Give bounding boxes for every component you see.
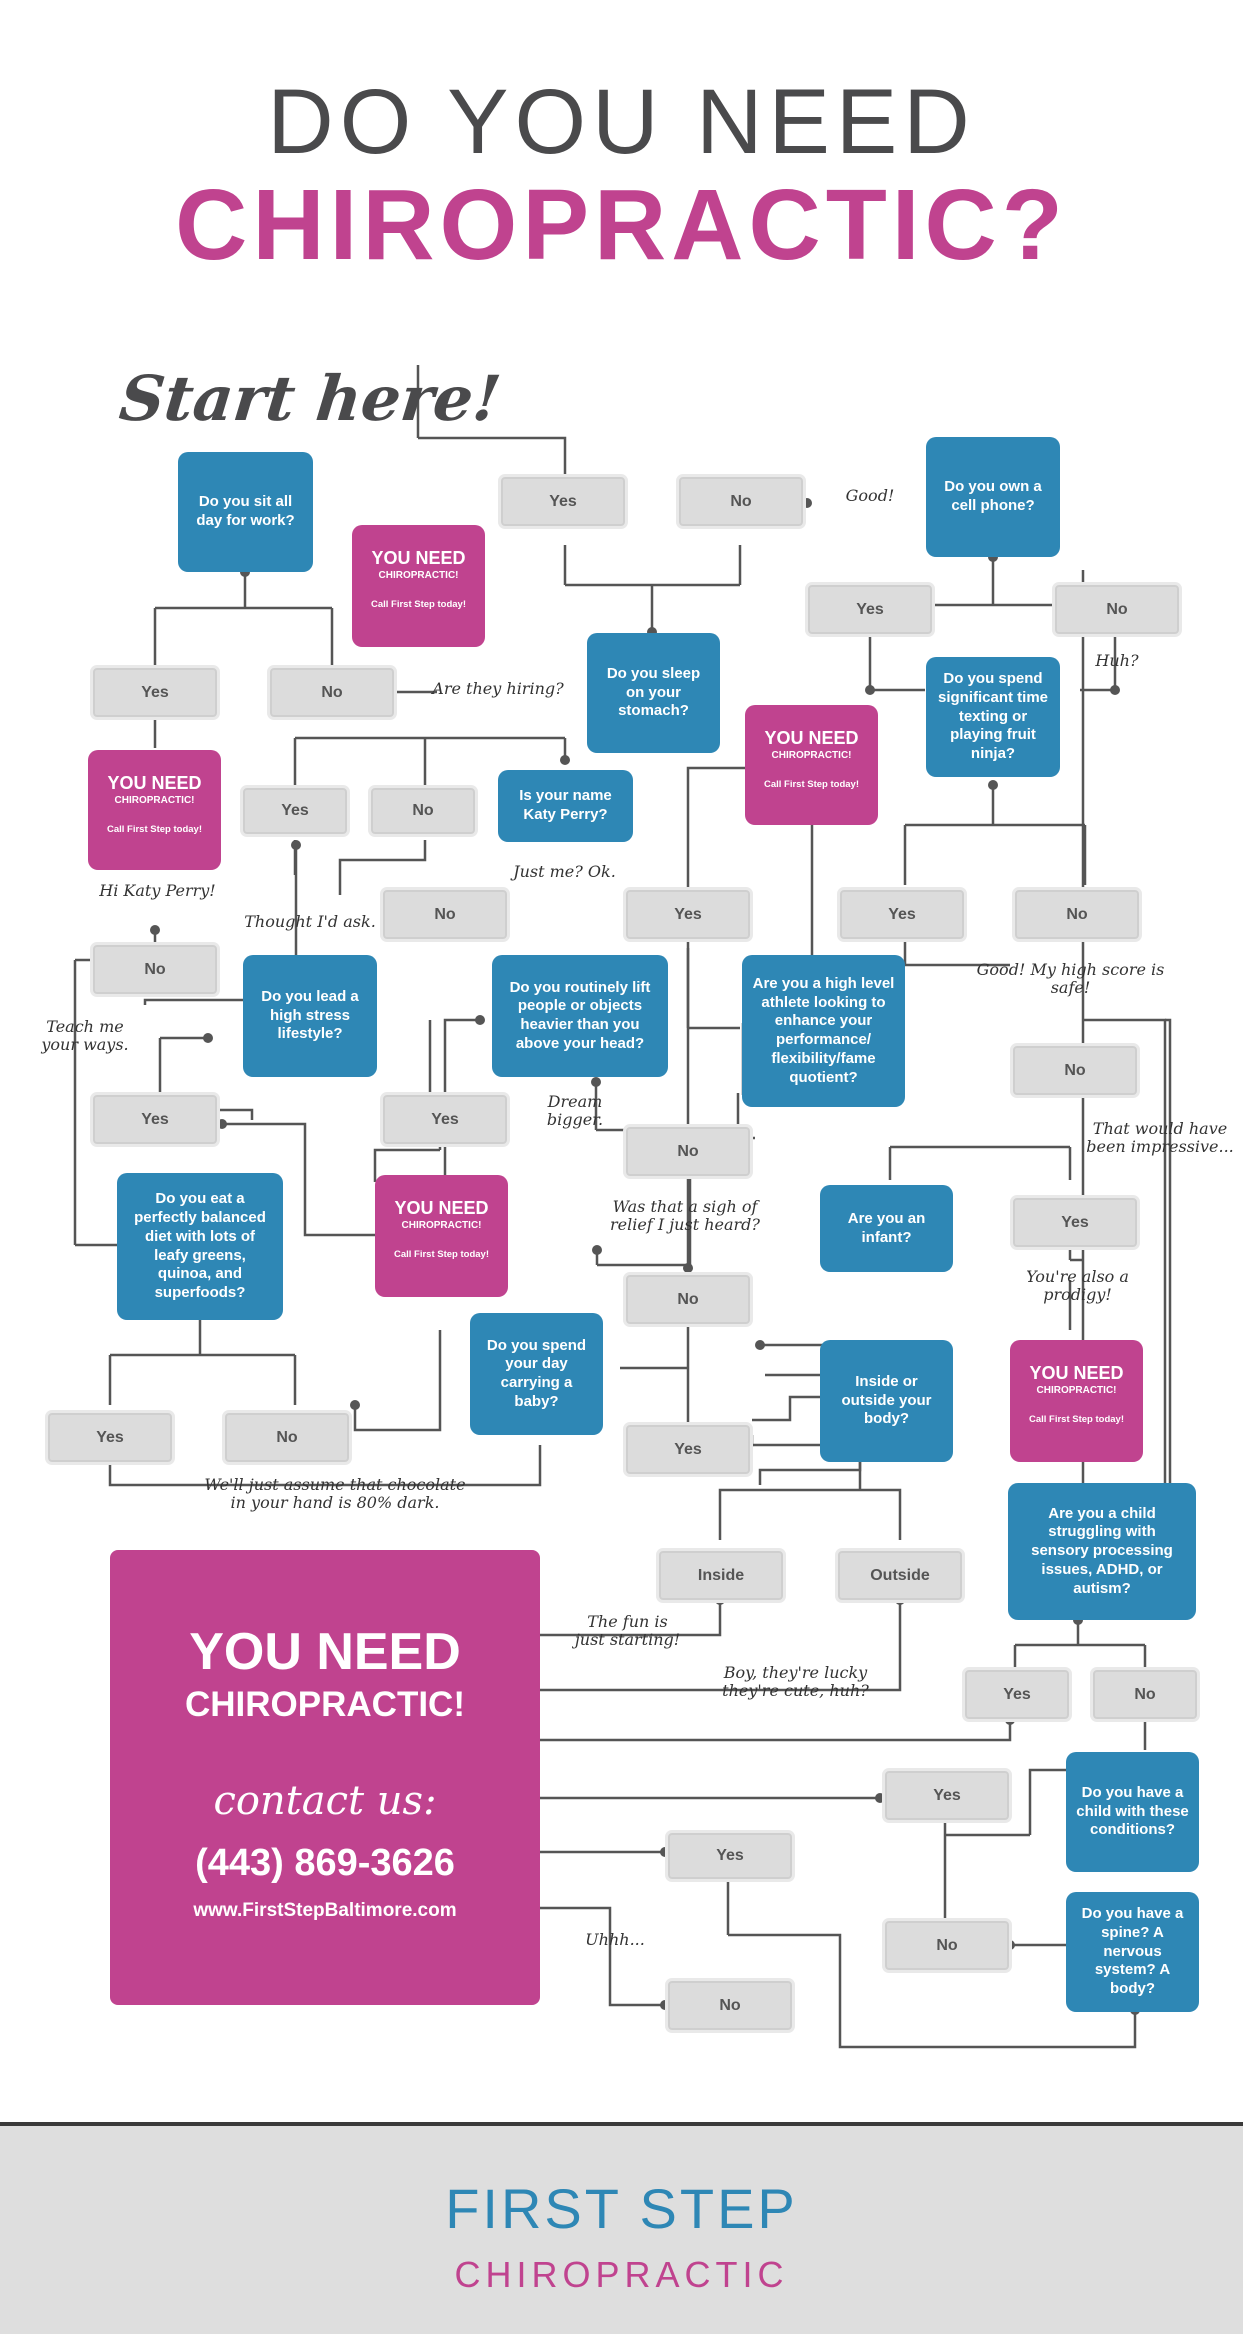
answer-no: No [1010, 1043, 1140, 1098]
answer-no: No [222, 1410, 352, 1465]
answer-no: No [676, 474, 806, 529]
answer-no: No [665, 1978, 795, 2033]
question-athlete: Are you a high level athlete looking to … [742, 955, 905, 1107]
note-just-me: Just me? Ok. [513, 862, 616, 881]
note-teach: Teach me your ways. [41, 1017, 129, 1055]
answer-yes: Yes [623, 1422, 753, 1477]
answer-yes: Yes [498, 474, 628, 529]
answer-yes: Yes [90, 1092, 220, 1147]
question-sit-all-day: Do you sit all day for work? [178, 452, 313, 572]
you-need-box: YOU NEED CHIROPRACTIC! Call First Step t… [88, 750, 221, 870]
contact-box-subtitle: CHIROPRACTIC! [185, 1685, 465, 1724]
question-child-conditions: Do you have a child with these condition… [1066, 1752, 1199, 1872]
contact-box: YOU NEED CHIROPRACTIC! contact us: (443)… [110, 1550, 540, 2005]
question-spine-body: Do you have a spine? A nervous system? A… [1066, 1892, 1199, 2012]
question-inside-outside: Inside or outside your body? [820, 1340, 953, 1462]
question-lift-heavy: Do you routinely lift people or objects … [492, 955, 668, 1077]
note-lucky: Boy, they're lucky they're cute, huh? [722, 1663, 869, 1701]
logo-chiropractic: CHIROPRACTIC [454, 2254, 789, 2295]
note-hiring: Are they hiring? [432, 679, 564, 698]
start-here-label: Start here! [116, 362, 505, 435]
answer-yes: Yes [1010, 1195, 1140, 1250]
website-link[interactable]: www.FirstStepBaltimore.com [193, 1900, 457, 1921]
answer-no: No [882, 1918, 1012, 1973]
answer-yes: Yes [45, 1410, 175, 1465]
answer-no: No [368, 785, 478, 837]
note-impressive: That would have been impressive... [1086, 1119, 1234, 1157]
answer-no: No [1052, 582, 1182, 637]
you-need-cta: Call First Step today! [393, 1248, 489, 1260]
you-need-title: YOU NEED [394, 1198, 489, 1218]
you-need-box: YOU NEED CHIROPRACTIC! Call First Step t… [375, 1175, 508, 1297]
note-chocolate: We'll just assume that chocolate in your… [204, 1475, 466, 1513]
answer-no: No [1012, 887, 1142, 942]
note-prodigy: You're also a prodigy! [1026, 1267, 1129, 1305]
answer-no: No [90, 942, 220, 997]
question-balanced-diet: Do you eat a perfectly balanced diet wit… [117, 1173, 283, 1320]
footer: FIRST STEP CHIROPRACTIC [0, 2122, 1243, 2334]
you-need-title: YOU NEED [1029, 1363, 1124, 1383]
answer-yes: Yes [837, 887, 967, 942]
you-need-title: YOU NEED [764, 728, 859, 748]
question-child-sensory: Are you a child struggling with sensory … [1008, 1483, 1196, 1620]
you-need-cta: Call First Step today! [106, 823, 202, 835]
you-need-sub: CHIROPRACTIC! [114, 794, 195, 806]
page-title-line1: DO YOU NEED [267, 71, 976, 173]
answer-yes: Yes [380, 1092, 510, 1147]
question-high-stress: Do you lead a high stress lifestyle? [243, 955, 377, 1077]
note-thought: Thought I'd ask. [244, 912, 376, 931]
you-need-box: YOU NEED CHIROPRACTIC! Call First Step t… [745, 705, 878, 825]
answer-inside: Inside [656, 1548, 786, 1603]
note-sigh: Was that a sigh of relief I just heard? [609, 1197, 760, 1235]
question-katy-perry: Is your name Katy Perry? [498, 770, 633, 842]
you-need-cta: Call First Step today! [370, 598, 466, 610]
you-need-cta: Call First Step today! [763, 778, 859, 790]
answer-yes: Yes [962, 1667, 1072, 1722]
question-cell-phone: Do you own a cell phone? [926, 437, 1060, 557]
you-need-title: YOU NEED [107, 773, 202, 793]
you-need-sub: CHIROPRACTIC! [771, 749, 852, 761]
answer-yes: Yes [805, 582, 935, 637]
contact-us-label: contact us: [213, 1778, 437, 1824]
you-need-sub: CHIROPRACTIC! [378, 569, 459, 581]
you-need-cta: Call First Step today! [1028, 1413, 1124, 1425]
answer-no: No [267, 665, 397, 720]
answer-yes: Yes [90, 665, 220, 720]
note-fun: The fun is just starting! [574, 1612, 681, 1650]
page-title-line2: CHIROPRACTIC? [175, 169, 1068, 281]
logo-first-step: FIRST STEP [445, 2177, 798, 2240]
note-good: Good! [845, 486, 895, 505]
answer-yes: Yes [240, 785, 350, 837]
note-huh: Huh? [1095, 651, 1139, 670]
question-infant: Are you an infant? [820, 1185, 953, 1272]
note-high-score: Good! My high score is safe! [976, 960, 1165, 998]
contact-box-title: YOU NEED [189, 1623, 461, 1681]
answer-yes: Yes [623, 887, 753, 942]
answer-no: No [623, 1124, 753, 1179]
question-carrying-baby: Do you spend your day carrying a baby? [470, 1313, 603, 1435]
you-need-box: YOU NEED CHIROPRACTIC! Call First Step t… [352, 525, 485, 647]
phone-number[interactable]: (443) 869-3626 [195, 1842, 455, 1884]
you-need-sub: CHIROPRACTIC! [1036, 1384, 1117, 1396]
you-need-title: YOU NEED [371, 548, 466, 568]
answer-no: No [380, 887, 510, 942]
question-texting-fruit-ninja: Do you spend significant time texting or… [926, 657, 1060, 777]
you-need-sub: CHIROPRACTIC! [401, 1219, 482, 1231]
answer-yes: Yes [665, 1830, 795, 1882]
you-need-box: YOU NEED CHIROPRACTIC! Call First Step t… [1010, 1340, 1143, 1462]
question-sleep-stomach: Do you sleep on your stomach? [587, 633, 720, 753]
note-uhhh: Uhhh... [585, 1930, 645, 1949]
answer-no: No [1090, 1667, 1200, 1722]
note-dream: Dream bigger. [546, 1092, 604, 1130]
answer-no: No [623, 1272, 753, 1327]
answer-outside: Outside [835, 1548, 965, 1603]
answer-yes: Yes [882, 1768, 1012, 1823]
note-katy: Hi Katy Perry! [99, 881, 216, 900]
